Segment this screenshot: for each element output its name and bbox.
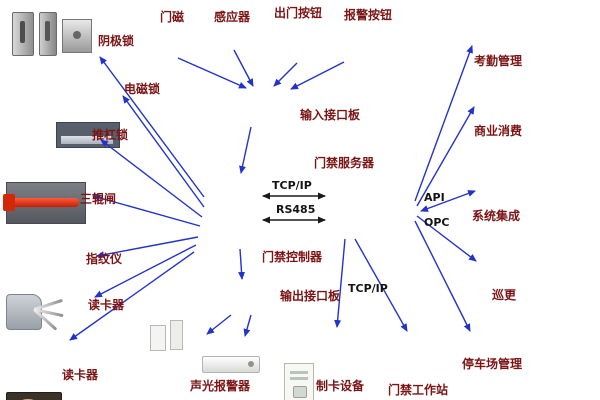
- label-input-board: 输入接口板: [300, 108, 361, 122]
- label-cathode-lock: 阴极锁: [98, 34, 135, 48]
- label-sensor: 感应器: [214, 10, 251, 24]
- door-magnet-image: [150, 320, 184, 351]
- arrow-door-magnet-to-input-board: [177, 57, 247, 89]
- arrow-output-board-to-horn: [243, 314, 252, 337]
- label-attendance: 考勤管理: [474, 54, 523, 68]
- push-bar-lock-image: [3, 182, 86, 224]
- sensor-image: [202, 356, 260, 373]
- label-door-magnet: 门磁: [160, 10, 185, 24]
- label-server: 门禁服务器: [314, 156, 375, 170]
- arrow-controller-to-push-bar-lock: [100, 139, 203, 218]
- label-turnstile: 三辊闸: [80, 192, 117, 206]
- label-integration: 系统集成: [472, 209, 521, 223]
- label-tcpip-top: TCP/IP: [272, 179, 312, 192]
- tripod-turnstile-image: [6, 290, 66, 332]
- fingerprint-reader-image: [6, 392, 62, 400]
- label-fingerprint: 指纹仪: [86, 252, 123, 266]
- arrow-server-to-card-maker: [334, 238, 346, 328]
- label-parking: 停车场管理: [462, 357, 523, 371]
- label-workstation: 门禁工作站: [388, 383, 449, 397]
- label-opc: OPC: [424, 216, 450, 229]
- arrow-monitor-to-parking: [414, 220, 471, 332]
- arrow-controller-to-magnetic-lock: [122, 95, 205, 208]
- label-card-maker: 制卡设备: [316, 379, 365, 393]
- arrow-monitor-to-attendance: [414, 45, 473, 202]
- arrow-controller-to-output-board: [238, 248, 246, 280]
- label-api: API: [424, 191, 445, 204]
- label-tcpip-bottom: TCP/IP: [348, 282, 388, 295]
- arrow-exit-button-to-input-board: [273, 62, 298, 87]
- arrow-output-board-to-speaker: [206, 314, 232, 335]
- label-exit-button: 出门按钮: [274, 6, 323, 20]
- label-push-bar-lock: 推杠锁: [92, 128, 129, 142]
- label-card-reader-2: 读卡器: [62, 368, 99, 382]
- label-rs485: RS485: [276, 203, 316, 216]
- label-alarm-button: 报警按钮: [344, 8, 393, 22]
- arrow-sensor-to-input-board: [233, 49, 254, 87]
- arrow-alarm-button-to-input-board: [290, 61, 345, 90]
- label-magnetic-lock: 电磁锁: [124, 82, 161, 96]
- label-sound-light-alarm: 声光报警器: [190, 379, 251, 393]
- arrow-input-board-to-controller: [239, 126, 252, 174]
- label-card-reader-1: 读卡器: [88, 298, 125, 312]
- exit-button-image: [284, 363, 314, 400]
- label-controller: 门禁控制器: [262, 250, 323, 264]
- label-commerce: 商业消费: [474, 124, 523, 138]
- label-output-board: 输出接口板: [280, 289, 341, 303]
- cathode-lock-image: [12, 12, 96, 58]
- label-patrol: 巡更: [492, 288, 517, 302]
